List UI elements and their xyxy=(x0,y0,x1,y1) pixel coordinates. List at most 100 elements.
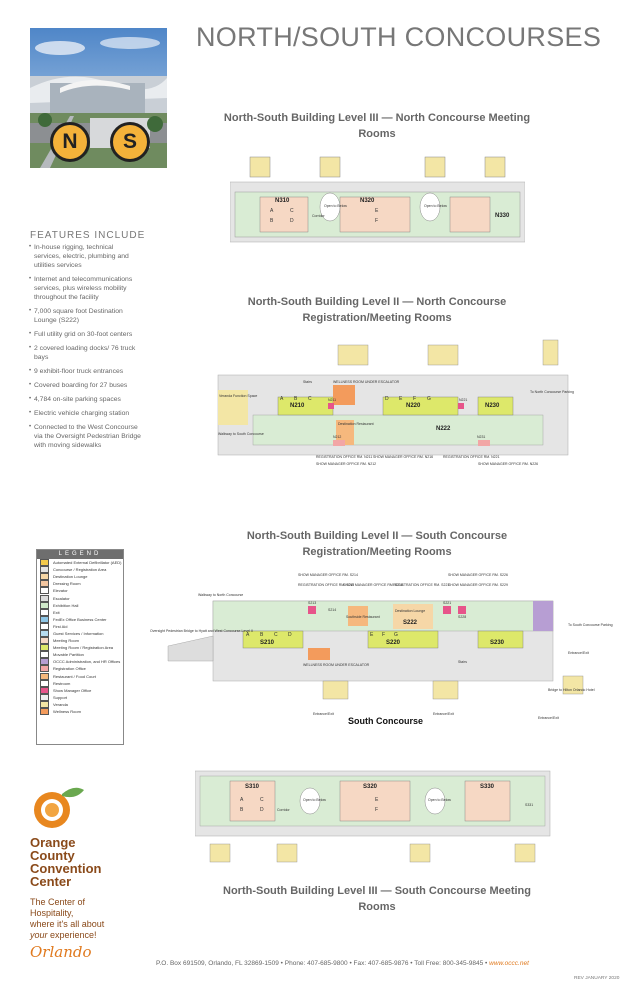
room-label: S331 xyxy=(525,803,533,807)
revision-date: REV JANUARY 2020 xyxy=(574,976,620,981)
legend-item: Wellness Room xyxy=(37,708,123,716)
map-label: Entrance/Exit xyxy=(433,712,454,716)
north-badge-letter: N xyxy=(62,130,78,153)
legend-item: Exhibition Hall xyxy=(37,601,123,609)
room-label: N220 xyxy=(406,403,421,409)
feature-item: 2 covered loading docks/ 76 truck bays xyxy=(29,344,142,362)
legend-swatch xyxy=(40,700,49,708)
legend-label: OCCC Administration, and HR Offices xyxy=(53,659,121,665)
feature-item: Internet and telecommunications services… xyxy=(29,275,142,302)
map-south-level3: S310 S320 S330 S331 Open to Below Open t… xyxy=(195,766,555,871)
partition-label: C xyxy=(290,208,294,214)
footer-contact: P.O. Box 691509, Orlando, FL 32869-1509 … xyxy=(156,960,529,967)
legend-label: Veranda xyxy=(53,701,68,707)
legend-label: First Aid xyxy=(53,623,68,629)
tagline-line: The Center of xyxy=(30,897,86,907)
legend-label: Escalator xyxy=(53,595,70,601)
partition-label: G xyxy=(394,632,398,638)
map-label: SHOW MANAGER OFFICE RM. N216 xyxy=(373,455,433,459)
legend-swatch xyxy=(40,686,49,694)
map-title-north-level2: North-South Building Level II — North Co… xyxy=(247,296,507,324)
legend-label: Elevator xyxy=(53,588,68,594)
legend-swatch xyxy=(40,601,49,609)
map-label: REGISTRATION OFFICE RM. S211 xyxy=(298,583,354,587)
features-heading: FEATURES INCLUDE xyxy=(30,230,146,241)
legend-item: Exit xyxy=(37,608,123,616)
room-label: S220 xyxy=(386,640,401,646)
org-name-line: Convention xyxy=(30,861,102,876)
room-label: S230 xyxy=(490,640,505,646)
legend-item: Meeting Room xyxy=(37,637,123,645)
legend-swatch xyxy=(40,608,49,616)
map-label: Entrance/Exit xyxy=(313,712,334,716)
legend-swatch xyxy=(40,580,49,588)
room-label: S222 xyxy=(403,620,418,626)
legend-label: Restaurant / Food Court xyxy=(53,673,96,679)
legend-item: OCCC Administration, and HR Offices xyxy=(37,658,123,666)
room-label: N210 xyxy=(290,403,305,409)
south-badge: S xyxy=(110,122,150,162)
occc-logo xyxy=(30,782,140,832)
legend-label: Meeting Room / Registration Area xyxy=(53,645,114,651)
legend-item: Destination Lounge xyxy=(37,573,123,581)
room-label: Corridor xyxy=(312,214,325,218)
legend-item: Concourse / Registration Area xyxy=(37,566,123,574)
partition-label: A xyxy=(280,396,284,402)
legend-swatch xyxy=(40,693,49,701)
map-label: To North Concourse Parking xyxy=(530,390,574,394)
map-north-level3: N310 N320 N330 Open to Below Open to Bel… xyxy=(230,152,525,252)
room-label: N212 xyxy=(333,435,341,439)
legend-swatch xyxy=(40,622,49,630)
organization-name: Orange County Convention Center xyxy=(30,836,150,888)
feature-item: 4,784 on-site parking spaces xyxy=(29,395,142,404)
tagline-rest: experience! xyxy=(47,930,97,940)
org-name-line: Orange xyxy=(30,835,76,850)
map-title-south-level2: North-South Building Level II — South Co… xyxy=(246,530,508,558)
room-label: Open to Below xyxy=(303,798,326,802)
partition-label: F xyxy=(413,396,416,402)
room-label: Open to Below xyxy=(324,204,347,208)
legend-swatch xyxy=(40,644,49,652)
legend-item: Restaurant / Food Court xyxy=(37,672,123,680)
page-title: NORTH/SOUTH CONCOURSES xyxy=(196,22,602,52)
legend-item: Restroom xyxy=(37,679,123,687)
orlando-script: Orlando xyxy=(30,943,92,961)
partition-label: A xyxy=(240,797,244,803)
map-label: Walkway to North Concourse xyxy=(198,593,243,597)
legend-label: Destination Lounge xyxy=(53,574,88,580)
org-name-line: County xyxy=(30,848,75,863)
legend-item: Escalator xyxy=(37,594,123,602)
legend-item: Dressing Room xyxy=(37,580,123,588)
north-badge: N xyxy=(50,122,90,162)
partition-label: B xyxy=(270,218,274,224)
feature-item: 7,000 square foot Destination Lounge (S2… xyxy=(29,307,142,325)
legend-label: Support xyxy=(53,694,68,700)
legend-panel: LEGEND Automated External Defibrillator … xyxy=(36,549,124,745)
partition-label: C xyxy=(260,797,264,803)
legend-swatch xyxy=(40,573,49,581)
feature-item: Connected to the West Concourse via the … xyxy=(29,423,142,450)
legend-item: Movable Partition xyxy=(37,651,123,659)
feature-item: In-house rigging, technical services, el… xyxy=(29,243,142,270)
legend-label: Exit xyxy=(53,609,60,615)
room-label: S214 xyxy=(328,608,336,612)
feature-item: 9 exhibit-floor truck entrances xyxy=(29,367,142,376)
partition-label: F xyxy=(375,807,378,813)
legend-swatch xyxy=(40,658,49,666)
map-label: SHOW MANAGER OFFICE RM. S214 xyxy=(298,573,358,577)
partition-label: B xyxy=(240,807,244,813)
map-label: REGISTRATION OFFICE RM. N211 xyxy=(316,455,372,459)
partition-label: A xyxy=(270,208,274,214)
feature-item: Full utility grid on 30-foot centers xyxy=(29,330,142,339)
legend-item: Guest Services / Information xyxy=(37,629,123,637)
room-label: Stairs xyxy=(458,660,467,664)
legend-label: Guest Services / Information xyxy=(53,630,104,636)
room-label: N330 xyxy=(495,213,510,219)
partition-label: D xyxy=(288,632,292,638)
room-label: S320 xyxy=(363,784,378,790)
tagline-italic: your xyxy=(30,930,48,940)
legend-label: Meeting Room xyxy=(53,638,80,644)
website-link[interactable]: www.occc.net xyxy=(489,960,529,967)
partition-label: D xyxy=(385,396,389,402)
feature-item: Covered boarding for 27 buses xyxy=(29,381,142,390)
